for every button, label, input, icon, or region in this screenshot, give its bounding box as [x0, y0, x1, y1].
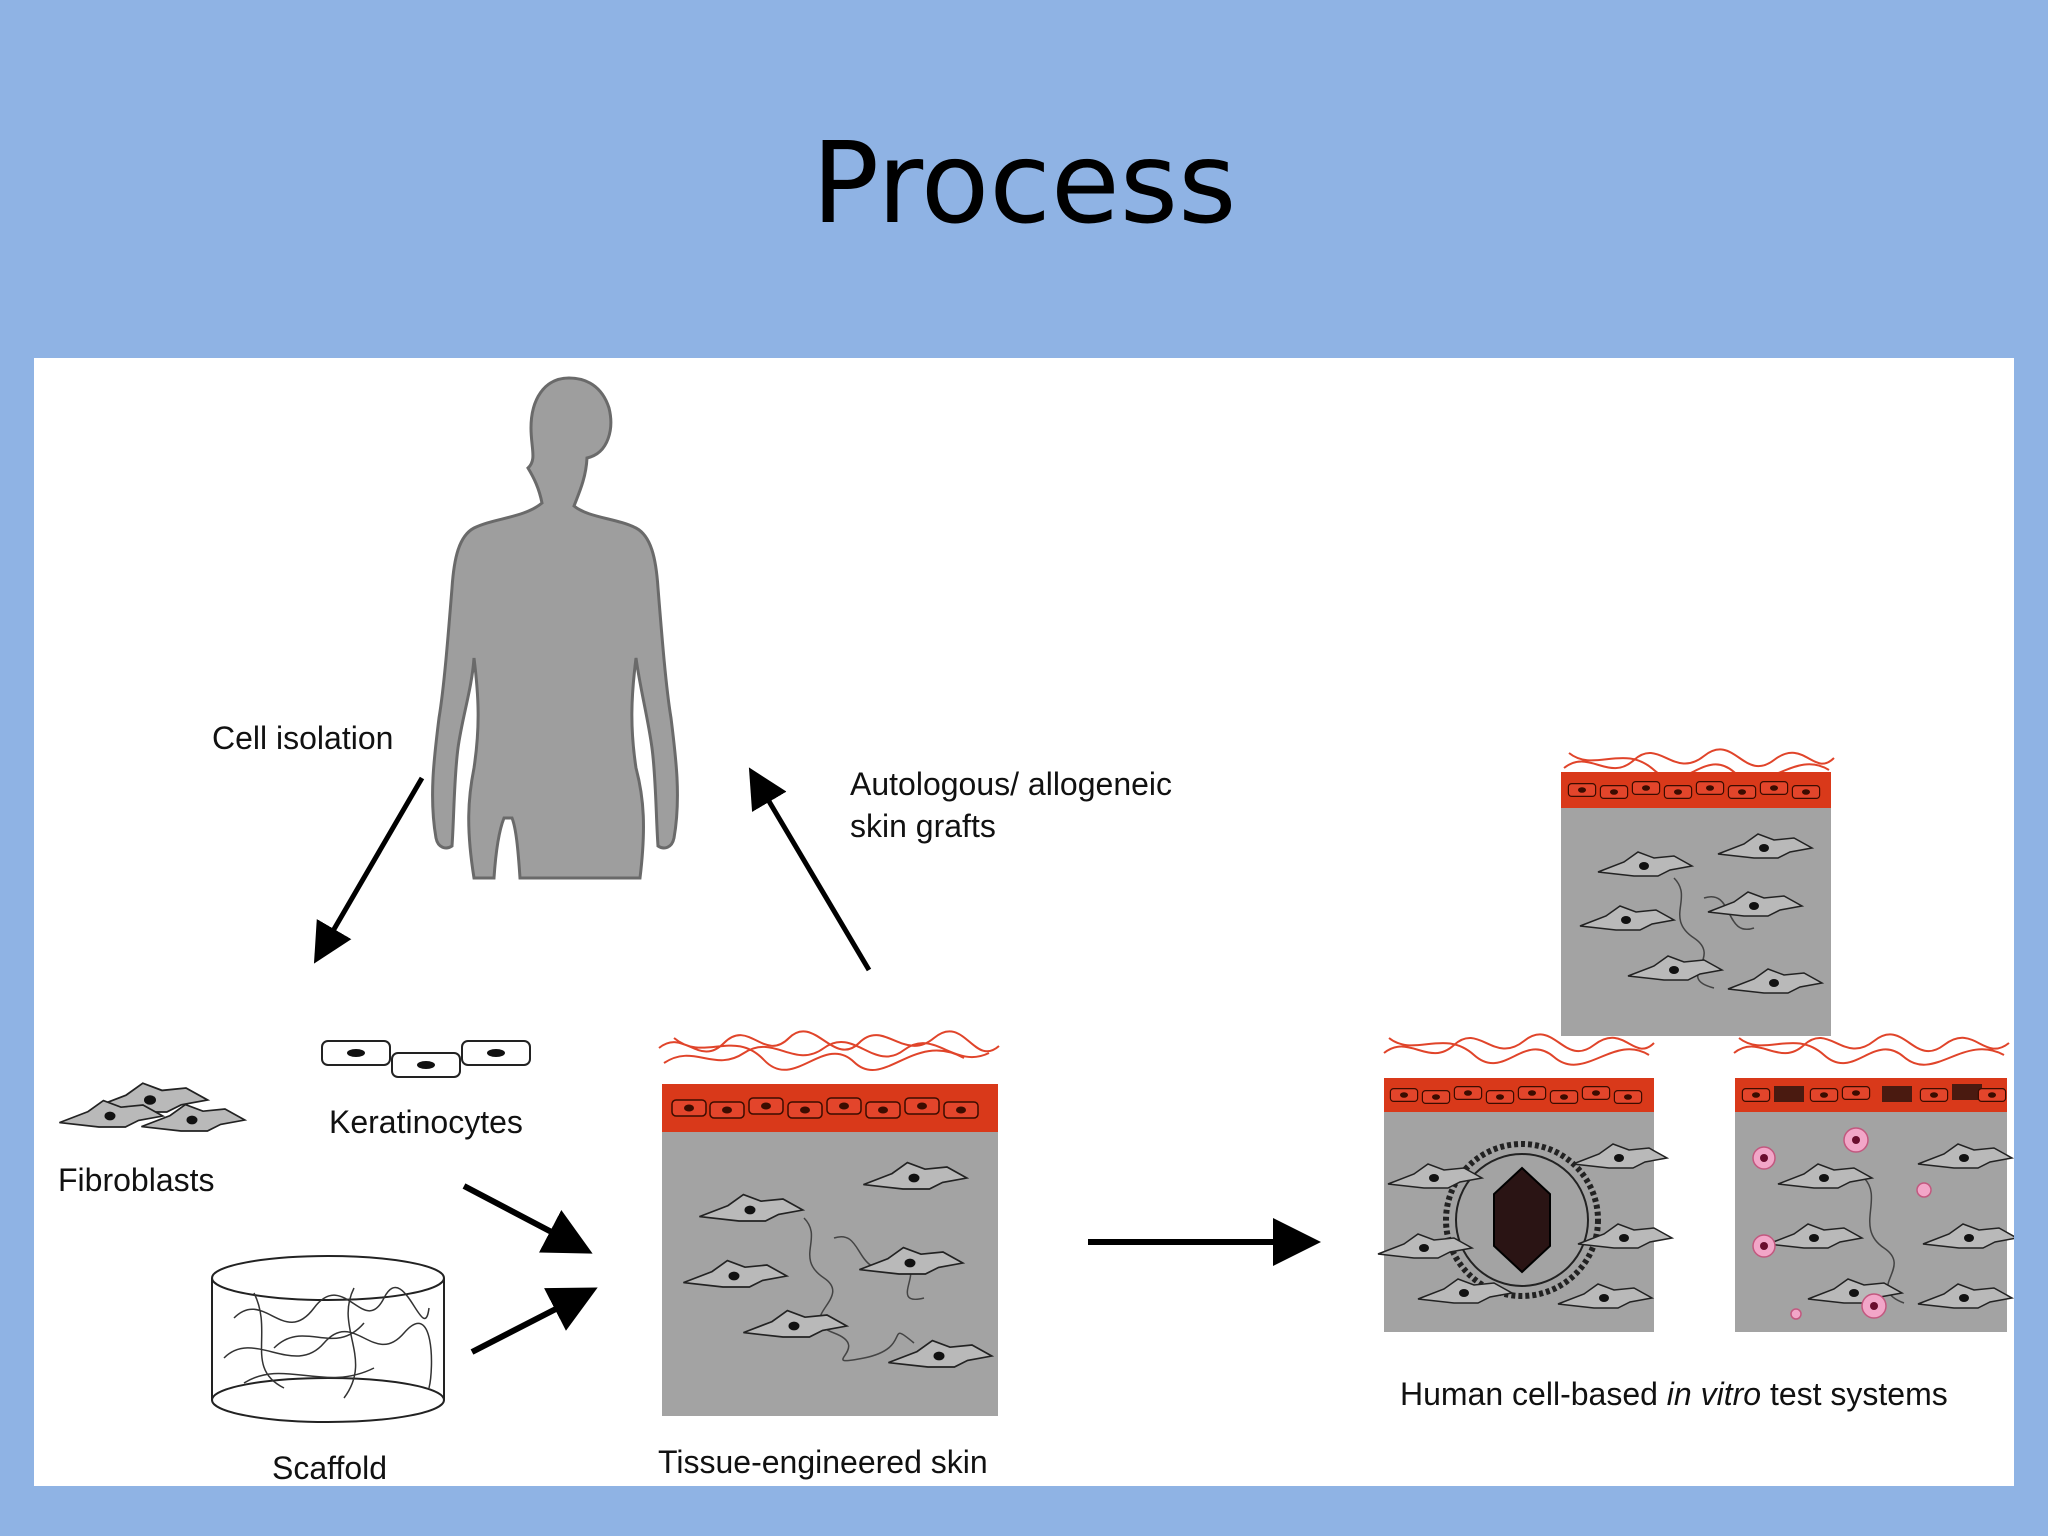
- arrow-icon: [470, 1287, 598, 1355]
- cell-isolation-label: Cell isolation: [212, 720, 394, 756]
- arrow-icon: [748, 767, 872, 972]
- fibroblasts-label: Fibroblasts: [58, 1162, 215, 1198]
- skin-model-icon: [1561, 748, 1835, 1036]
- tissue-engineered-skin-label: Tissue-engineered skin: [658, 1444, 988, 1480]
- process-diagram: [58, 376, 2014, 1423]
- figure-panel: Cell isolation Autologous/ allogeneic sk…: [34, 358, 2014, 1486]
- arrow-icon: [313, 776, 425, 964]
- melanoma-skin-model-icon: [1733, 1033, 2014, 1332]
- keratinocytes-label: Keratinocytes: [329, 1104, 523, 1140]
- test-systems-label-pre: Human cell-based: [1400, 1376, 1667, 1412]
- tumor-skin-model-icon: [1377, 1033, 1673, 1332]
- fibroblast-cells-icon: [58, 1082, 246, 1132]
- skin-grafts-label-line2: skin grafts: [850, 808, 996, 844]
- skin-grafts-label-line1: Autologous/ allogeneic: [850, 766, 1173, 802]
- skin-model-icon: [658, 1030, 1000, 1416]
- slide-title: Process: [811, 119, 1237, 249]
- test-systems-label: Human cell-based in vitro test systems: [1400, 1376, 1948, 1413]
- scaffold-label: Scaffold: [272, 1450, 388, 1486]
- keratinocyte-cells-icon: [321, 1040, 531, 1078]
- arrow-icon: [462, 1183, 593, 1254]
- test-systems-label-post: test systems: [1761, 1376, 1948, 1412]
- human-silhouette-icon: [431, 376, 679, 880]
- test-systems-label-italic: in vitro: [1666, 1376, 1762, 1412]
- scaffold-cylinder-icon: [211, 1255, 445, 1423]
